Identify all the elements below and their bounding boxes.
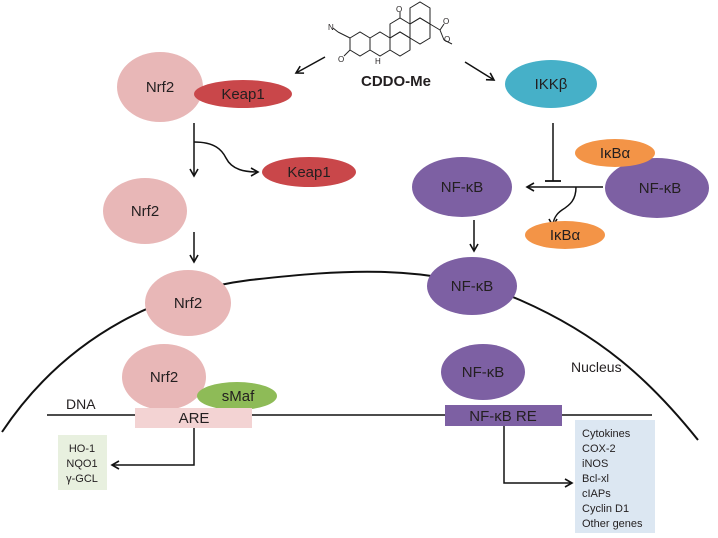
ikkb-node [505, 60, 597, 108]
nfkb-dna-node [441, 344, 525, 400]
nrf2-gene-item: γ-GCL [66, 473, 98, 485]
keap1-bound-label: Keap1 [221, 86, 264, 103]
are-element [135, 408, 252, 428]
nfkb-membrane-node [427, 257, 517, 315]
ikkb-label: IKKβ [535, 76, 568, 93]
arrow-keap1-release [193, 141, 260, 177]
nfkb-free-node [412, 157, 512, 217]
nrf2-dna-label: Nrf2 [150, 369, 178, 386]
keto-o-atom: O [338, 55, 344, 64]
ikba-released-label: IκBα [550, 227, 581, 244]
keto-o-atom-2: O [396, 5, 402, 14]
nfkb-bound-label: NF-κB [639, 180, 682, 197]
arrow-ikba-release [548, 186, 577, 228]
nrf2-bound-label: Nrf2 [146, 79, 174, 96]
arrow-re-to-genes [503, 426, 574, 488]
arrow-are-to-genes [110, 428, 195, 470]
nfkb-gene-item: Other genes [582, 518, 643, 530]
ikba-bound-node [575, 139, 655, 167]
keap1-released-label: Keap1 [287, 164, 330, 181]
nrf2-dna-node [122, 344, 206, 410]
nfkb-re-label: NF-κB RE [469, 408, 537, 425]
nrf2-membrane-label: Nrf2 [174, 295, 202, 312]
nfkb-gene-item: iNOS [582, 458, 608, 470]
ester-o-atom: O [443, 17, 449, 26]
nfkb-gene-item: Cyclin D1 [582, 503, 629, 515]
stereo-h-atom: H [375, 57, 381, 66]
smaf-node [197, 382, 277, 410]
cddo-me-structure [332, 1, 453, 57]
nrf2-target-genes-box [58, 435, 107, 490]
keap1-released-node [262, 157, 356, 187]
nfkb-re-element [445, 405, 562, 426]
arrow-cddo-to-keap1 [294, 56, 326, 74]
nfkb-gene-item: cIAPs [582, 488, 611, 500]
compound-label: CDDO-Me [361, 73, 431, 90]
keap1-bound-node [194, 80, 292, 108]
nrf2-free-node [103, 178, 187, 244]
nfkb-gene-item: COX-2 [582, 443, 616, 455]
nitrile-n-atom: N [328, 23, 334, 32]
nrf2-gene-item: NQO1 [66, 458, 97, 470]
ester-o-atom-2: O [444, 35, 450, 44]
nrf2-bound-node [117, 52, 203, 122]
nfkb-free-label: NF-κB [441, 179, 484, 196]
nrf2-gene-item: HO-1 [69, 443, 95, 455]
nrf2-free-label: Nrf2 [131, 203, 159, 220]
nrf2-membrane-node [145, 270, 231, 336]
ikba-bound-label: IκBα [600, 145, 631, 162]
nfkb-gene-item: Bcl-xl [582, 473, 609, 485]
nfkb-membrane-label: NF-κB [451, 278, 494, 295]
nucleus-label: Nucleus [571, 359, 622, 375]
are-label: ARE [179, 410, 210, 427]
dna-label: DNA [66, 396, 96, 412]
ikba-released-node [525, 221, 605, 249]
nfkb-target-genes-box [575, 420, 655, 533]
arrow-cddo-to-ikkb [464, 61, 496, 81]
nfkb-bound-node [605, 158, 709, 218]
nfkb-dna-label: NF-κB [462, 364, 505, 381]
nfkb-gene-item: Cytokines [582, 428, 631, 440]
nuclear-membrane [1, 270, 699, 441]
smaf-label: sMaf [222, 388, 255, 405]
